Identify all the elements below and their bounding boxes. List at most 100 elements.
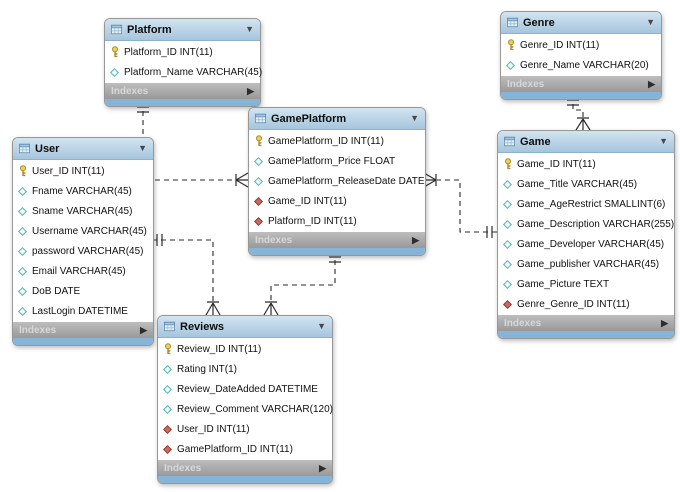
- cardinality-one-icon: [567, 99, 579, 106]
- indexes-footer[interactable]: Indexes ▶: [158, 460, 332, 476]
- indexes-footer[interactable]: Indexes ▶: [13, 322, 153, 338]
- table-header[interactable]: Reviews ▼: [158, 316, 332, 338]
- table-game[interactable]: Game ▼ Game_ID INT(11)Game_Title VARCHAR…: [497, 130, 675, 339]
- indexes-footer[interactable]: Indexes ▶: [501, 76, 661, 92]
- table-title: Reviews: [180, 320, 225, 333]
- column-icon: [17, 226, 28, 236]
- column-row[interactable]: DoB DATE: [13, 281, 153, 301]
- table-gameplatform[interactable]: GamePlatform ▼ GamePlatform_ID INT(11) Ga…: [248, 107, 426, 256]
- column-row[interactable]: GamePlatform_ReleaseDate DATE: [249, 171, 425, 191]
- column-row[interactable]: Game_publisher VARCHAR(45): [498, 254, 674, 274]
- column-row[interactable]: Platform_ID INT(11): [249, 211, 425, 231]
- cardinality-many-icon: [575, 117, 591, 131]
- column-icon: [17, 186, 28, 196]
- relationship-user-reviews[interactable]: [152, 234, 221, 316]
- key-icon: [162, 343, 173, 355]
- indexes-label: Indexes: [504, 317, 542, 329]
- table-platform[interactable]: Platform ▼ Platform_ID INT(11)Platform_N…: [104, 18, 262, 107]
- column-row[interactable]: Review_DateAdded DATETIME: [158, 379, 332, 399]
- column-row[interactable]: Fname VARCHAR(45): [13, 181, 153, 201]
- column-label: GamePlatform_ID INT(11): [268, 135, 384, 147]
- column-label: Platform_ID INT(11): [268, 215, 357, 227]
- table-icon: [111, 24, 122, 35]
- expand-arrow-icon[interactable]: ▶: [247, 85, 254, 96]
- table-header[interactable]: Game ▼: [498, 131, 674, 153]
- panel-bottom-strip: [105, 99, 260, 106]
- column-row[interactable]: Rating INT(1): [158, 359, 332, 379]
- column-row[interactable]: Review_ID INT(11): [158, 339, 332, 359]
- column-row[interactable]: Game_Picture TEXT: [498, 274, 674, 294]
- column-row[interactable]: Username VARCHAR(45): [13, 221, 153, 241]
- collapse-arrow-icon[interactable]: ▼: [646, 17, 655, 27]
- collapse-arrow-icon[interactable]: ▼: [245, 24, 254, 34]
- table-header[interactable]: Platform ▼: [105, 19, 260, 41]
- relationship-genre-game[interactable]: [567, 95, 591, 131]
- column-row[interactable]: GamePlatform_ID INT(11): [158, 439, 332, 459]
- column-row[interactable]: User_ID INT(11): [13, 161, 153, 181]
- column-row[interactable]: Platform_ID INT(11): [105, 42, 260, 62]
- column-row[interactable]: LastLogin DATETIME: [13, 301, 153, 321]
- column-row[interactable]: GamePlatform_ID INT(11): [249, 131, 425, 151]
- column-label: User_ID INT(11): [32, 165, 105, 177]
- column-label: GamePlatform_ReleaseDate DATE: [268, 175, 425, 187]
- cardinality-one-icon: [137, 106, 149, 113]
- column-row[interactable]: Email VARCHAR(45): [13, 261, 153, 281]
- expand-arrow-icon[interactable]: ▶: [140, 324, 147, 335]
- expand-arrow-icon[interactable]: ▶: [412, 234, 419, 245]
- column-label: Game_publisher VARCHAR(45): [517, 258, 660, 270]
- column-label: Sname VARCHAR(45): [32, 205, 133, 217]
- table-icon: [507, 17, 518, 28]
- indexes-label: Indexes: [164, 462, 202, 474]
- column-row[interactable]: Genre_Genre_ID INT(11): [498, 294, 674, 314]
- expand-arrow-icon[interactable]: ▶: [661, 317, 668, 328]
- panel-bottom-strip: [13, 338, 153, 345]
- collapse-arrow-icon[interactable]: ▼: [317, 321, 326, 331]
- expand-arrow-icon[interactable]: ▶: [648, 78, 655, 89]
- table-user[interactable]: User ▼ User_ID INT(11) Fname VARCHAR(45) S…: [12, 137, 154, 346]
- column-icon: [17, 286, 28, 296]
- key-icon: [17, 165, 28, 177]
- table-header[interactable]: GamePlatform ▼: [249, 108, 425, 130]
- column-row[interactable]: Genre_ID INT(11): [501, 35, 661, 55]
- column-row[interactable]: User_ID INT(11): [158, 419, 332, 439]
- table-genre[interactable]: Genre ▼ Genre_ID INT(11)Genre_Name VARCH…: [500, 11, 662, 100]
- key-icon: [109, 46, 120, 58]
- panel-bottom-strip: [498, 331, 674, 338]
- table-header[interactable]: User ▼: [13, 138, 153, 160]
- column-row[interactable]: Review_Comment VARCHAR(120): [158, 399, 333, 419]
- indexes-footer[interactable]: Indexes ▶: [249, 232, 425, 248]
- collapse-arrow-icon[interactable]: ▼: [410, 113, 419, 123]
- indexes-label: Indexes: [255, 234, 293, 246]
- fk-icon: [253, 196, 264, 206]
- column-row[interactable]: Game_ID INT(11): [498, 154, 674, 174]
- relationship-gameplatform-reviews[interactable]: [263, 251, 341, 316]
- column-label: Review_Comment VARCHAR(120): [177, 403, 333, 415]
- column-label: Username VARCHAR(45): [32, 225, 147, 237]
- column-row[interactable]: Sname VARCHAR(45): [13, 201, 153, 221]
- indexes-label: Indexes: [507, 78, 545, 90]
- indexes-footer[interactable]: Indexes ▶: [105, 83, 260, 99]
- column-row[interactable]: Game_Title VARCHAR(45): [498, 174, 674, 194]
- column-row[interactable]: Genre_Name VARCHAR(20): [501, 55, 661, 75]
- column-row[interactable]: password VARCHAR(45): [13, 241, 153, 261]
- panel-bottom-strip: [158, 476, 332, 483]
- column-icon: [17, 306, 28, 316]
- indexes-footer[interactable]: Indexes ▶: [498, 315, 674, 331]
- collapse-arrow-icon[interactable]: ▼: [659, 136, 668, 146]
- column-row[interactable]: GamePlatform_Price FLOAT: [249, 151, 425, 171]
- collapse-arrow-icon[interactable]: ▼: [138, 143, 147, 153]
- column-row[interactable]: Game_Description VARCHAR(255): [498, 214, 674, 234]
- column-label: Game_ID INT(11): [268, 195, 347, 207]
- table-header[interactable]: Genre ▼: [501, 12, 661, 34]
- column-row[interactable]: Game_ID INT(11): [249, 191, 425, 211]
- relationship-game-gameplatform[interactable]: [423, 172, 497, 238]
- table-reviews[interactable]: Reviews ▼ Review_ID INT(11)Rating INT(1)…: [157, 315, 333, 484]
- column-row[interactable]: Game_AgeRestrict SMALLINT(6): [498, 194, 674, 214]
- column-row[interactable]: Game_Developer VARCHAR(45): [498, 234, 674, 254]
- table-icon: [164, 321, 175, 332]
- table-title: Game: [520, 135, 551, 148]
- expand-arrow-icon[interactable]: ▶: [319, 462, 326, 473]
- column-row[interactable]: Platform_Name VARCHAR(45): [105, 62, 262, 82]
- column-label: GamePlatform_Price FLOAT: [268, 155, 396, 167]
